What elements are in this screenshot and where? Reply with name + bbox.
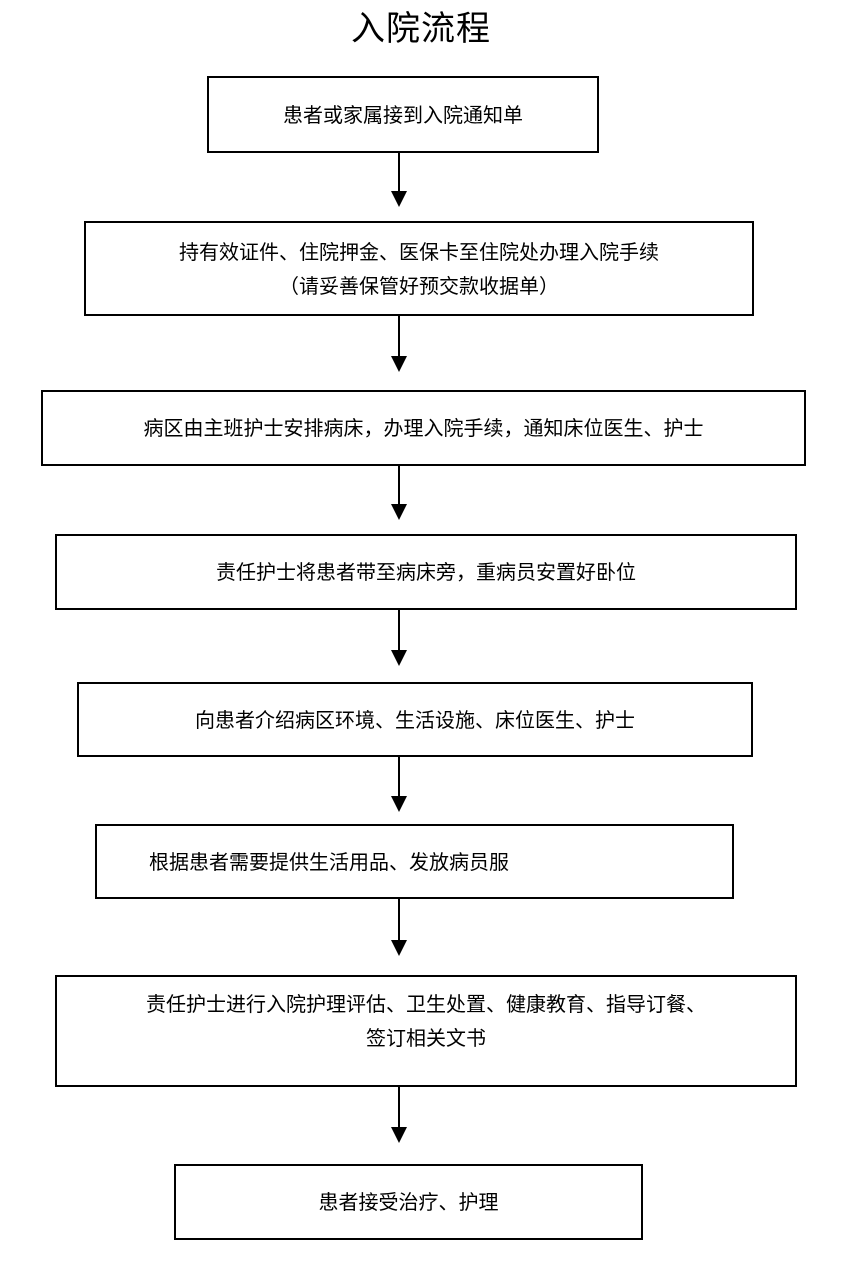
flow-arrow-6 xyxy=(389,899,409,956)
step-2-text-line-1: 持有效证件、住院押金、医保卡至住院处办理入院手续 xyxy=(179,239,659,264)
step-6-text: 根据患者需要提供生活用品、发放病员服 xyxy=(149,849,509,874)
step-7-text-line-2: 签订相关文书 xyxy=(366,1026,486,1050)
step-7-text-line-1: 责任护士进行入院护理评估、卫生处置、健康教育、指导订餐、 xyxy=(146,992,706,1016)
step-1-text: 患者或家属接到入院通知单 xyxy=(283,102,523,127)
flow-step-8: 患者接受治疗、护理 xyxy=(174,1164,643,1240)
step-2-text-line-2: （请妥善保管好预交款收据单） xyxy=(279,273,559,298)
page-title: 入院流程 xyxy=(351,9,491,49)
flow-step-7: 责任护士进行入院护理评估、卫生处置、健康教育、指导订餐、 签订相关文书 xyxy=(55,975,797,1087)
flow-step-1: 患者或家属接到入院通知单 xyxy=(207,76,599,153)
step-8-text: 患者接受治疗、护理 xyxy=(318,1190,499,1214)
flow-arrow-5 xyxy=(389,757,409,812)
flow-step-5: 向患者介绍病区环境、生活设施、床位医生、护士 xyxy=(77,682,753,757)
step-4-text: 责任护士将患者带至病床旁，重病员安置好卧位 xyxy=(216,560,636,584)
flow-arrow-1 xyxy=(389,153,409,207)
flow-arrow-4 xyxy=(389,610,409,666)
flow-step-3: 病区由主班护士安排病床，办理入院手续，通知床位医生、护士 xyxy=(41,390,806,466)
flow-step-6: 根据患者需要提供生活用品、发放病员服 xyxy=(95,824,734,899)
flow-arrow-7 xyxy=(389,1087,409,1143)
flow-arrow-3 xyxy=(389,466,409,520)
flow-step-4: 责任护士将患者带至病床旁，重病员安置好卧位 xyxy=(55,534,797,610)
step-3-text: 病区由主班护士安排病床，办理入院手续，通知床位医生、护士 xyxy=(143,416,704,440)
flow-step-2: 持有效证件、住院押金、医保卡至住院处办理入院手续 （请妥善保管好预交款收据单） xyxy=(84,221,754,316)
flow-arrow-2 xyxy=(389,316,409,372)
step-5-text: 向患者介绍病区环境、生活设施、床位医生、护士 xyxy=(195,707,635,732)
